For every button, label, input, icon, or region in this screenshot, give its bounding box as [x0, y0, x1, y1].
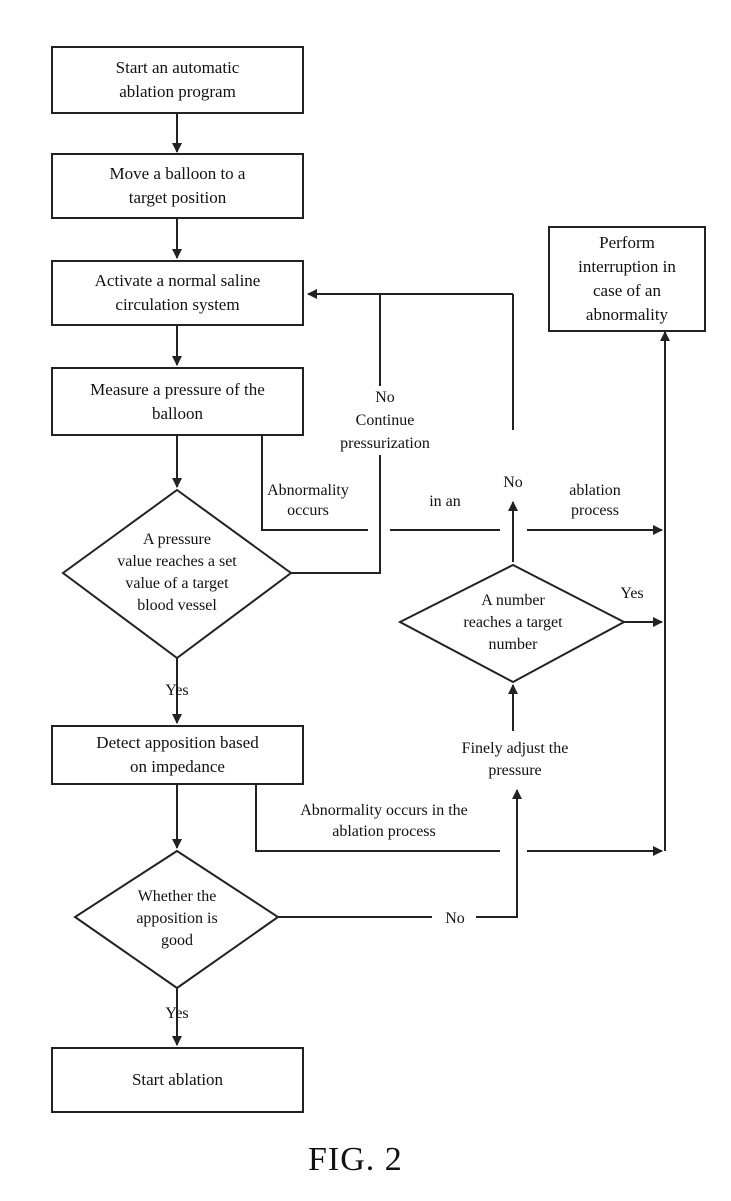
figure-label: FIG. 2: [308, 1141, 403, 1179]
yes-1-label: Yes: [154, 680, 200, 701]
start-ablation-text: Start ablation: [132, 1068, 223, 1092]
measure-pressure-box: Measure a pressure of the balloon: [51, 367, 304, 436]
finely-adjust-text: Finely adjust the pressure: [425, 736, 605, 784]
start-ablation-box: Start ablation: [51, 1047, 304, 1113]
activate-saline-box: Activate a normal saline circulation sys…: [51, 260, 304, 326]
no-top-label: No: [497, 472, 529, 493]
pressure-decision-text: A pressure value reaches a set value of …: [87, 520, 267, 626]
abnormality-1-in-an-label: in an: [420, 491, 470, 512]
start-program-box: Start an automatic ablation program: [51, 46, 304, 114]
move-balloon-box: Move a balloon to a target position: [51, 153, 304, 219]
perform-interruption-box: Perform interruption in case of an abnor…: [548, 226, 706, 332]
apposition-decision-text: Whether the apposition is good: [97, 884, 257, 954]
abnormality-1-process-label: ablation process: [555, 481, 635, 521]
measure-pressure-text: Measure a pressure of the balloon: [90, 378, 265, 426]
yes-2-label: Yes: [154, 1003, 200, 1024]
no-bottom-label: No: [436, 908, 474, 929]
perform-interruption-text: Perform interruption in case of an abnor…: [578, 231, 676, 327]
move-balloon-text: Move a balloon to a target position: [110, 162, 246, 210]
detect-apposition-text: Detect apposition based on impedance: [96, 731, 258, 779]
start-program-text: Start an automatic ablation program: [116, 56, 240, 104]
abnormality-2-label: Abnormality occurs in the ablation proce…: [264, 800, 504, 842]
activate-saline-text: Activate a normal saline circulation sys…: [95, 269, 261, 317]
detect-apposition-box: Detect apposition based on impedance: [51, 725, 304, 785]
yes-right-label: Yes: [612, 583, 652, 604]
no-continue-label: No Continue pressurization: [328, 386, 442, 455]
number-decision-text: A number reaches a target number: [433, 588, 593, 658]
abnormality-1-label: Abnormality occurs: [262, 481, 354, 521]
